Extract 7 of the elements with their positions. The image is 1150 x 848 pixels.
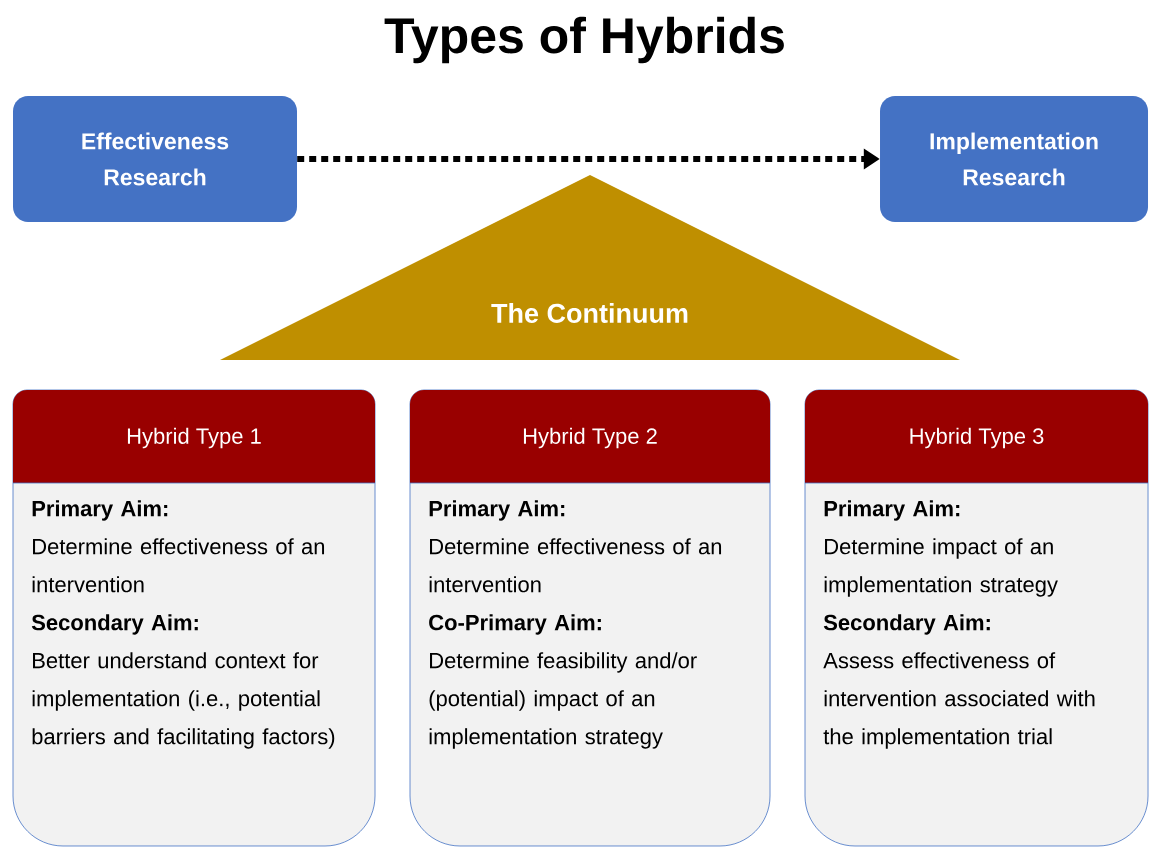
process-box: Implementation Research bbox=[880, 96, 1148, 222]
process-box: Effectiveness Research bbox=[13, 96, 297, 222]
card: Hybrid Type 1 Primary Aim: Determine effectiveness of an intervention Secondary Aim: Better understand context for implementation (i.e., potential barriers and facilitating factors) bbox=[12, 389, 376, 847]
card: Hybrid Type 3 Primary Aim: Determine impact of an implementation strategy Secondary Aim: Assess effectiveness of intervention associated with the implementation trial bbox=[804, 389, 1149, 847]
card: Hybrid Type 2 Primary Aim: Determine effectiveness of an intervention Co-Primary Aim: Determine feasibility and/or (potential) impact of an implementation strategy bbox=[409, 389, 771, 847]
title: Types of Hybrids bbox=[384, 16, 784, 64]
triangle: The Continuum bbox=[220, 175, 960, 360]
